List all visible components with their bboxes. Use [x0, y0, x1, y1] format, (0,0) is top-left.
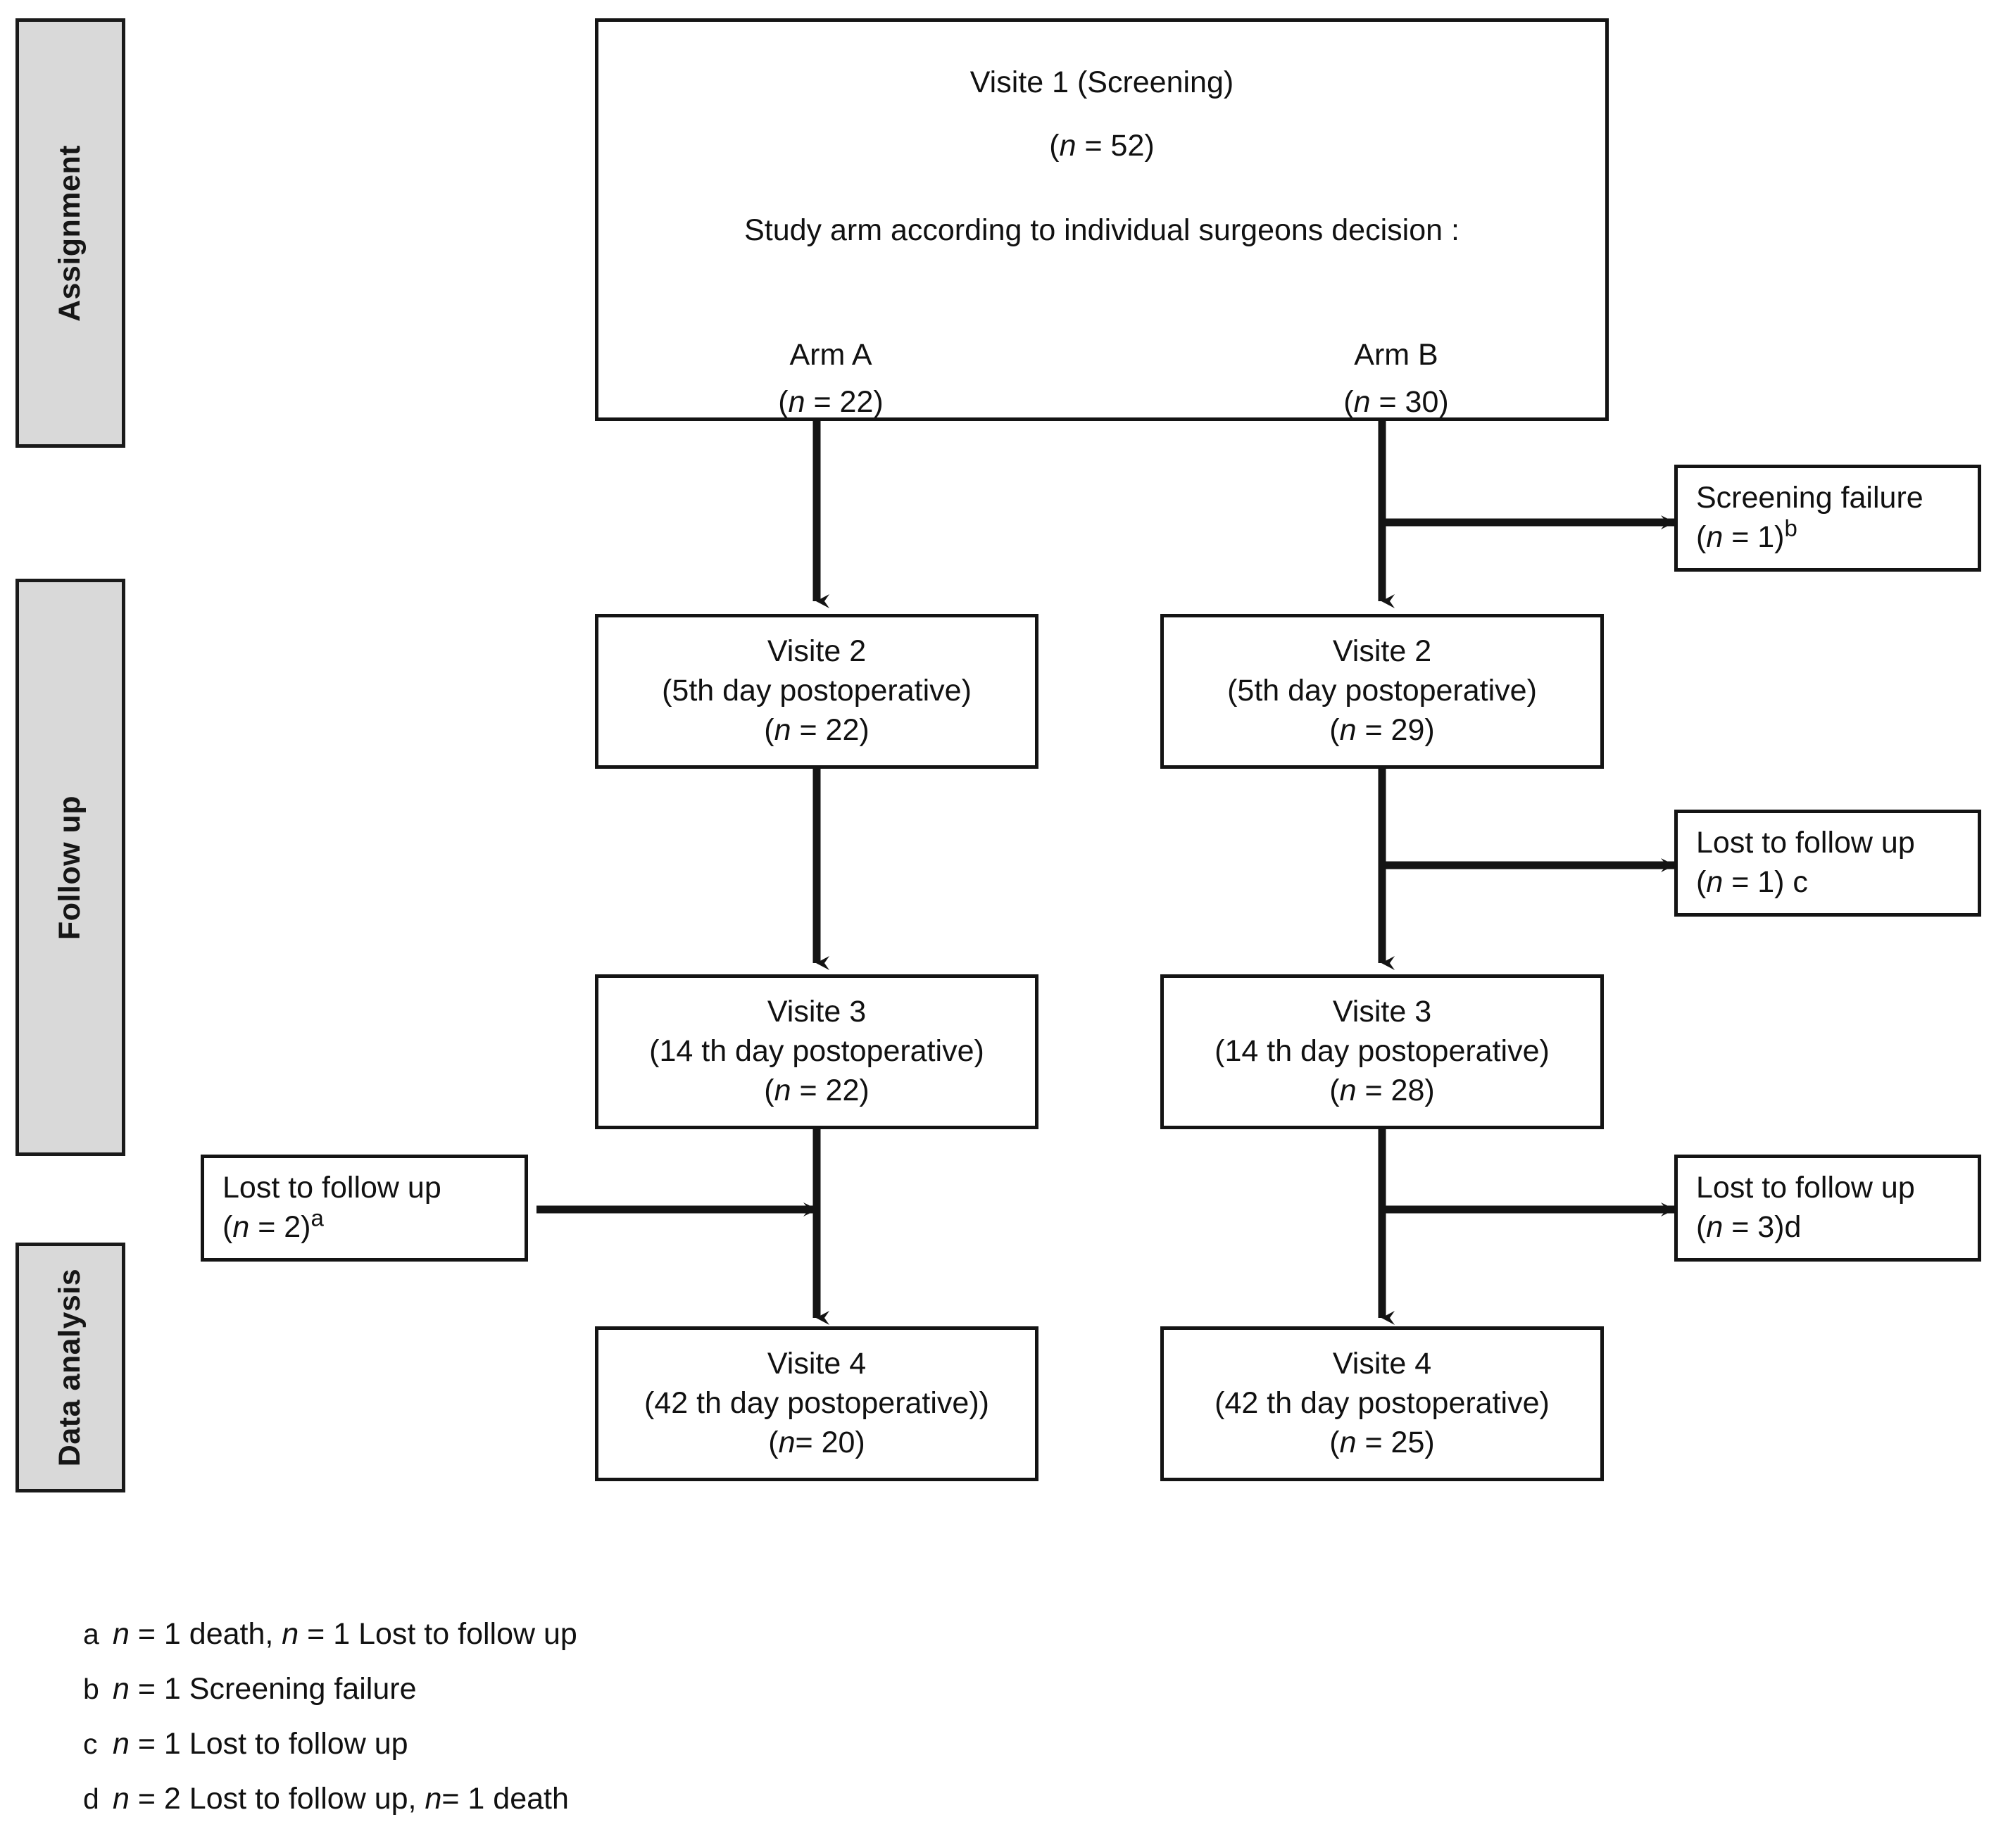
- screening-failure-label: Screening failure: [1696, 481, 1923, 515]
- arma-visite4-n: (n= 20): [768, 1425, 865, 1459]
- arm-b-name: Arm B: [1354, 338, 1438, 372]
- footnote-c: c n = 1 Lost to follow up: [83, 1729, 1069, 1784]
- box-arma-visite2: Visite 2 (5th day postoperative) (n = 22…: [595, 614, 1038, 769]
- footnote-c-marker: c: [83, 1728, 98, 1760]
- armb-visite3-n: (n = 28): [1329, 1073, 1435, 1107]
- armb-visite2-title: Visite 2: [1332, 634, 1432, 669]
- visite1-instruction: Study arm according to individual surgeo…: [744, 213, 1460, 247]
- armb-visite2-n: (n = 29): [1329, 712, 1435, 747]
- box-arma-lost-followup: Lost to follow up (n = 2)a: [201, 1155, 528, 1262]
- stage-label-follow-up: Follow up: [53, 795, 87, 940]
- stage-band-assignment: Assignment: [15, 18, 125, 448]
- arma-visite3-day: (14 th day postoperative): [649, 1034, 984, 1069]
- arma-lost-n: (n = 2)a: [222, 1205, 324, 1244]
- arm-a-label-block: Arm A (n = 22): [729, 332, 933, 425]
- footnote-a: a n = 1 death, n = 1 Lost to follow up: [83, 1619, 1069, 1674]
- armb-visite4-day: (42 th day postoperative): [1214, 1386, 1550, 1421]
- armb-lost-v3-n: (n = 3)d: [1696, 1210, 1802, 1244]
- visite1-title: Visite 1 (Screening): [969, 65, 1234, 99]
- footnote-d: d n = 2 Lost to follow up, n= 1 death: [83, 1784, 1069, 1839]
- arma-visite2-title: Visite 2: [767, 634, 867, 669]
- visite1-n: (n = 52): [1049, 129, 1155, 163]
- arm-b-n: (n = 30): [1343, 384, 1449, 419]
- arma-visite2-day: (5th day postoperative): [662, 674, 972, 708]
- arma-visite2-n: (n = 22): [764, 712, 870, 747]
- box-armb-visite4: Visite 4 (42 th day postoperative) (n = …: [1160, 1326, 1604, 1481]
- arma-lost-label: Lost to follow up: [222, 1171, 441, 1205]
- footnote-b-marker: b: [83, 1673, 99, 1705]
- arm-a-n: (n = 22): [778, 384, 884, 419]
- armb-visite2-day: (5th day postoperative): [1227, 674, 1537, 708]
- box-armb-lost-followup-v3: Lost to follow up (n = 3)d: [1674, 1155, 1981, 1262]
- box-armb-visite2: Visite 2 (5th day postoperative) (n = 29…: [1160, 614, 1604, 769]
- box-visite1-screening: Visite 1 (Screening) (n = 52) Study arm …: [595, 18, 1609, 421]
- footnote-list: a n = 1 death, n = 1 Lost to follow up b…: [83, 1619, 1069, 1839]
- footnote-a-marker: a: [83, 1618, 99, 1650]
- armb-lost-v2-label: Lost to follow up: [1696, 826, 1915, 860]
- stage-band-follow-up: Follow up: [15, 579, 125, 1156]
- footnote-b: b n = 1 Screening failure: [83, 1674, 1069, 1729]
- footnote-c-text: n = 1 Lost to follow up: [113, 1727, 408, 1761]
- armb-lost-v2-n: (n = 1) c: [1696, 865, 1808, 899]
- arma-visite3-title: Visite 3: [767, 995, 867, 1029]
- stage-band-data-analysis: Data analysis: [15, 1243, 125, 1492]
- armb-visite4-n: (n = 25): [1329, 1425, 1435, 1459]
- box-armb-lost-followup-v2: Lost to follow up (n = 1) c: [1674, 810, 1981, 917]
- box-screening-failure: Screening failure (n = 1)b: [1674, 465, 1981, 572]
- screening-failure-n: (n = 1)b: [1696, 515, 1797, 554]
- footnote-b-text: n = 1 Screening failure: [113, 1672, 417, 1706]
- stage-label-assignment: Assignment: [53, 144, 87, 322]
- arm-b-label-block: Arm B (n = 30): [1294, 332, 1498, 425]
- arma-visite4-day: (42 th day postoperative)): [644, 1386, 989, 1421]
- box-armb-visite3: Visite 3 (14 th day postoperative) (n = …: [1160, 974, 1604, 1129]
- armb-lost-v3-label: Lost to follow up: [1696, 1171, 1915, 1205]
- armb-visite4-title: Visite 4: [1332, 1347, 1432, 1381]
- box-arma-visite3: Visite 3 (14 th day postoperative) (n = …: [595, 974, 1038, 1129]
- armb-visite3-day: (14 th day postoperative): [1214, 1034, 1550, 1069]
- arma-visite3-n: (n = 22): [764, 1073, 870, 1107]
- footnote-d-text: n = 2 Lost to follow up, n= 1 death: [113, 1782, 569, 1816]
- armb-visite3-title: Visite 3: [1332, 995, 1432, 1029]
- footnote-d-marker: d: [83, 1783, 99, 1815]
- arm-a-name: Arm A: [789, 338, 872, 372]
- footnote-a-text: n = 1 death, n = 1 Lost to follow up: [113, 1617, 577, 1651]
- arma-visite4-title: Visite 4: [767, 1347, 867, 1381]
- stage-label-data-analysis: Data analysis: [53, 1268, 87, 1467]
- box-arma-visite4: Visite 4 (42 th day postoperative)) (n= …: [595, 1326, 1038, 1481]
